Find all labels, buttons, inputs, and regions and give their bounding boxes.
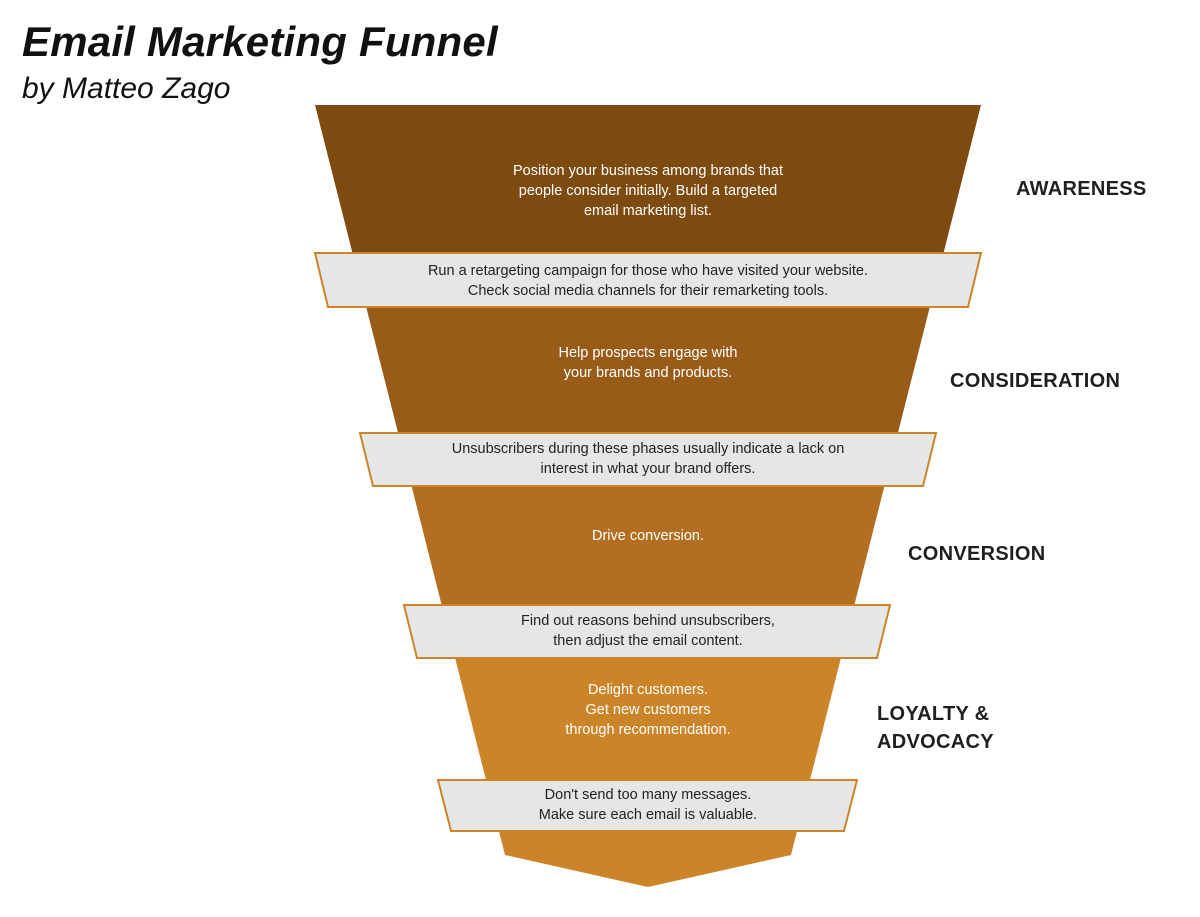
funnel-band-text: then adjust the email content. — [553, 633, 742, 649]
funnel-segment-text: email marketing list. — [584, 203, 712, 219]
funnel-segment-awareness — [315, 105, 981, 275]
funnel-segment-text: your brands and products. — [564, 365, 732, 381]
stage-label-line: AWARENESS — [1016, 178, 1147, 200]
stage-label-line: CONSIDERATION — [950, 370, 1121, 392]
stage-label-awareness: AWARENESS — [1016, 175, 1147, 203]
funnel-band-text: Find out reasons behind unsubscribers, — [521, 613, 775, 629]
funnel-segment-conversion — [407, 470, 889, 625]
stage-label-loyalty: LOYALTY & ADVOCACY — [877, 700, 994, 756]
page-title: Email Marketing Funnel — [22, 18, 498, 65]
funnel-band-text: Run a retargeting campaign for those who… — [428, 263, 868, 279]
funnel-segment-consideration — [361, 290, 935, 455]
funnel-band-1 — [313, 252, 983, 308]
stage-label-conversion: CONVERSION — [908, 540, 1045, 568]
funnel-band-2 — [358, 432, 938, 487]
funnel-segment-text: people consider initially. Build a targe… — [519, 183, 777, 199]
funnel-band-text: Check social media channels for their re… — [468, 283, 828, 299]
funnel-segment-text: Drive conversion. — [592, 528, 704, 544]
funnel-segment-text: Get new customers — [586, 702, 711, 718]
funnel-segment-loyalty — [450, 640, 846, 887]
funnel-band-text: interest in what your brand offers. — [541, 461, 756, 477]
funnel-segment-text: Help prospects engage with — [559, 345, 738, 361]
stage-label-line: ADVOCACY — [877, 731, 994, 753]
stage-label-line: LOYALTY & — [877, 703, 990, 725]
stage-label-consideration: CONSIDERATION — [950, 367, 1120, 395]
funnel-segment-text: through recommendation. — [565, 722, 730, 738]
page-subtitle: by Matteo Zago — [22, 72, 231, 105]
funnel-band-3 — [402, 604, 892, 659]
funnel-band-text: Don't send too many messages. — [545, 787, 752, 803]
funnel-segment-text: Delight customers. — [588, 682, 708, 698]
funnel-segment-text: Position your business among brands that — [513, 163, 783, 179]
funnel-band-text: Unsubscribers during these phases usuall… — [452, 441, 845, 457]
stage-label-line: CONVERSION — [908, 543, 1046, 565]
funnel-band-4 — [436, 779, 859, 832]
funnel-band-text: Make sure each email is valuable. — [539, 807, 757, 823]
